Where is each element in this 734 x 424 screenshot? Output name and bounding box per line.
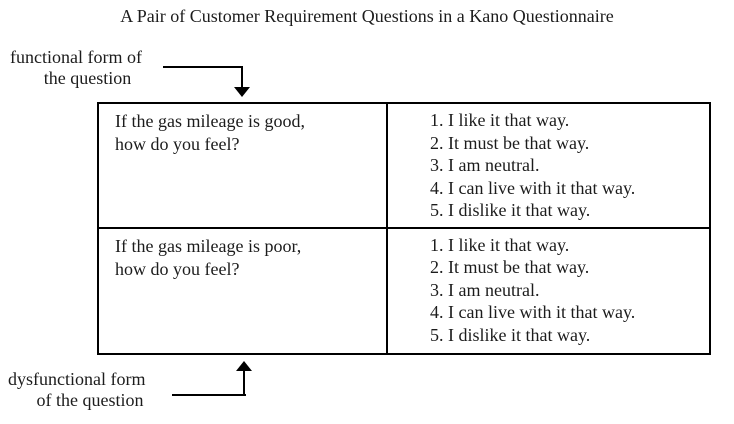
dysfunctional-question-line1: If the gas mileage is poor, <box>115 235 302 256</box>
questionnaire-table: If the gas mileage is good, how do you f… <box>97 102 711 355</box>
arrow-down-icon <box>234 87 250 97</box>
dysfunctional-form-label-line2: of the question <box>36 390 144 410</box>
option-item: It must be that way. <box>448 256 709 279</box>
dysfunctional-options-cell: I like it that way. It must be that way.… <box>388 229 709 354</box>
dysfunctional-options-list: I like it that way. It must be that way.… <box>388 234 709 347</box>
functional-question-line1: If the gas mileage is good, <box>115 111 305 131</box>
functional-question-line2: how do you feel? <box>115 134 240 154</box>
functional-form-label-line2: the question <box>43 68 132 88</box>
functional-options-list: I like it that way. It must be that way.… <box>388 109 709 222</box>
dysfunctional-connector-horizontal-line <box>172 394 246 396</box>
option-item: I dislike it that way. <box>448 199 709 222</box>
functional-form-label-line1: functional form of <box>10 47 142 67</box>
figure-title: A Pair of Customer Requirement Questions… <box>120 6 614 26</box>
option-item: I dislike it that way. <box>448 324 709 347</box>
functional-form-label: functional form of the question <box>10 47 165 89</box>
dysfunctional-connector-vertical-line <box>243 371 245 396</box>
dysfunctional-question-line2: how do you feel? <box>115 258 240 279</box>
option-item: I am neutral. <box>448 279 709 302</box>
dysfunctional-question-cell: If the gas mileage is poor, how do you f… <box>99 228 388 353</box>
functional-question-cell: If the gas mileage is good, how do you f… <box>99 104 388 229</box>
dysfunctional-form-label-line1: dysfunctional form <box>8 369 146 389</box>
option-item: I can live with it that way. <box>448 177 709 200</box>
option-item: I am neutral. <box>448 154 709 177</box>
option-item: I like it that way. <box>448 109 709 132</box>
option-item: It must be that way. <box>448 132 709 155</box>
option-item: I can live with it that way. <box>448 301 709 324</box>
arrow-up-icon <box>236 361 252 371</box>
functional-connector-vertical-line <box>241 66 243 89</box>
dysfunctional-form-label: dysfunctional form of the question <box>8 369 172 411</box>
functional-connector-horizontal-line <box>163 66 243 68</box>
functional-options-cell: I like it that way. It must be that way.… <box>388 104 709 229</box>
option-item: I like it that way. <box>448 234 709 257</box>
